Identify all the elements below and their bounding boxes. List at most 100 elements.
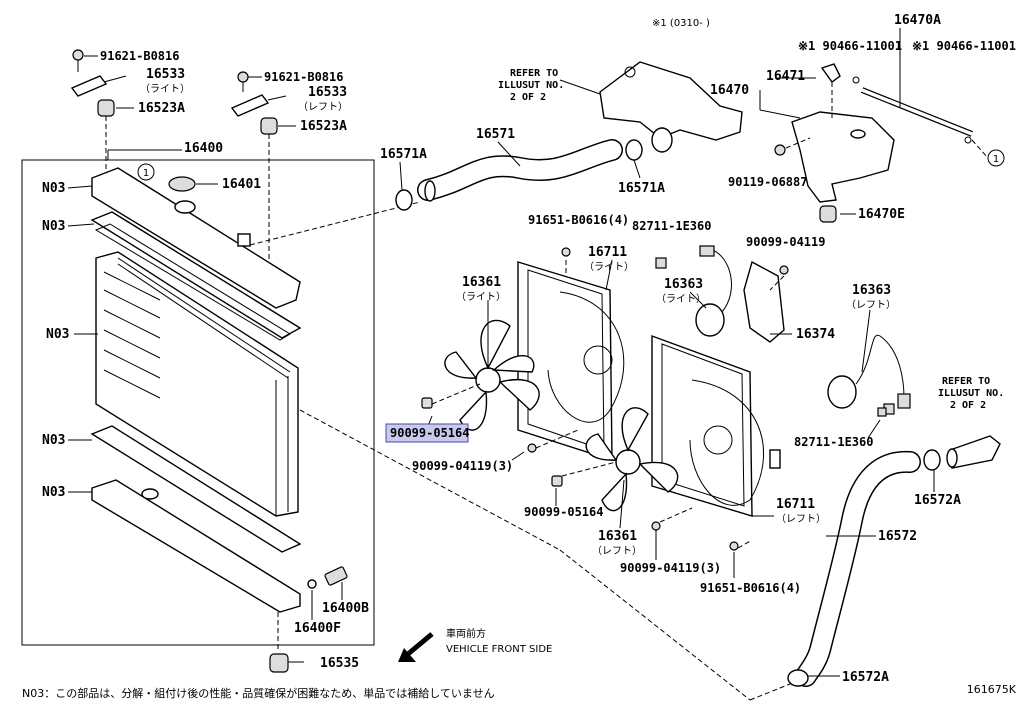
cooling-fan-left: [585, 407, 679, 512]
reference-circle-1: 1: [987, 149, 1005, 167]
label-16400: 16400: [184, 141, 223, 156]
connector-icon: [877, 407, 887, 417]
label-91621-B0816-left: 91621-B0816: [100, 49, 179, 63]
label-16361-right-sub: （ライト）: [456, 291, 506, 303]
bolt-icon: [561, 247, 571, 257]
fan-motor-left: [827, 334, 911, 415]
label-16361-left: 16361: [598, 529, 637, 544]
water-outlet-housing: [599, 61, 743, 141]
upper-radiator-hose: [418, 140, 622, 200]
svg-text:1: 1: [993, 154, 999, 165]
reservoir-tank: [791, 111, 895, 203]
label-n03-2: N03: [42, 219, 65, 234]
label-16361-right: 16361: [462, 275, 501, 290]
label-90466-right: ※1 90466-11001: [912, 39, 1016, 53]
fan-motor-right: [695, 245, 732, 337]
label-16470A: 16470A: [894, 13, 941, 28]
bolt-icon: [237, 71, 249, 92]
connector-icon: [655, 257, 667, 269]
cushion-icon: [260, 117, 278, 135]
cushion-icon: [97, 99, 115, 117]
hose-clamp-icon: [923, 449, 941, 471]
bolt-icon: [72, 49, 84, 72]
drain-cock-icon: [307, 566, 348, 589]
label-16533-right-sub: （レフト）: [298, 101, 348, 113]
refer-top-line3: 2 OF 2: [510, 92, 546, 103]
footnote: N03：この部品は、分解・組付け後の性能・品質確保が困難なため、単品では補給して…: [22, 686, 495, 700]
label-16571A-right: 16571A: [618, 181, 665, 196]
overflow-hose: [861, 88, 973, 136]
label-16471: 16471: [766, 69, 805, 84]
label-16711-left-sub: （レフト）: [776, 513, 826, 525]
bolt-icon: [779, 265, 789, 275]
label-16572A-bottom: 16572A: [842, 670, 889, 685]
label-16374: 16374: [796, 327, 835, 342]
bolt-icon: [651, 521, 661, 531]
label-90099-04119-top: 90099-04119: [746, 235, 825, 249]
label-16711-right: 16711: [588, 245, 627, 260]
highlighted-part-box[interactable]: [385, 423, 469, 443]
vehicle-front-en: VEHICLE FRONT SIDE: [446, 644, 552, 655]
label-16711-right-sub: （ライト）: [584, 261, 634, 273]
label-16363-left-sub: （レフト）: [846, 299, 896, 311]
refer-top-line1: REFER TO: [510, 68, 558, 79]
label-82711-top: 82711-1E360: [632, 219, 711, 233]
label-16571A-left: 16571A: [380, 147, 427, 162]
bracket-icon: [230, 94, 270, 117]
label-16523A-right: 16523A: [300, 119, 347, 134]
nut-icon: [551, 475, 563, 487]
gasket-lower: [90, 425, 302, 553]
refer-mid-line3: 2 OF 2: [950, 400, 986, 411]
label-n03-3: N03: [46, 327, 69, 342]
upper-tank: [91, 167, 301, 309]
bolt-icon: [527, 443, 537, 453]
label-91621-B0816-right: 91621-B0816: [264, 70, 343, 84]
radiator-cap-neck: [174, 200, 196, 214]
bolt-icon: [774, 144, 786, 156]
label-16470: 16470: [710, 83, 749, 98]
label-16711-left: 16711: [776, 497, 815, 512]
radiator-core: [95, 251, 299, 517]
cushion-icon: [819, 205, 837, 223]
hose-clamp-icon: [395, 189, 413, 211]
refer-top-line2: ILLUSUT NO.: [498, 80, 564, 91]
refer-mid-line1: REFER TO: [942, 376, 990, 387]
bolt-icon: [729, 541, 739, 551]
label-16470E: 16470E: [858, 207, 905, 222]
cushion-icon: [269, 653, 289, 673]
label-90466-left: ※1 90466-11001: [798, 39, 902, 53]
label-16533-left-sub: （ライト）: [140, 83, 190, 95]
core-fins: [103, 257, 291, 399]
label-90099-05164-highlighted[interactable]: 90099-05164: [390, 426, 469, 440]
label-16401: 16401: [222, 177, 261, 192]
label-91651-bottom: 91651-B0616(4): [700, 581, 801, 595]
hose-clamp-icon: [787, 669, 809, 687]
hose-clamp-icon: [625, 139, 643, 161]
water-inlet-pipe: [949, 435, 1001, 469]
label-16400F: 16400F: [294, 621, 341, 636]
label-90099-04119-3-upper: 90099-04119(3): [412, 459, 513, 473]
label-16572: 16572: [878, 529, 917, 544]
label-16363-left: 16363: [852, 283, 891, 298]
label-16363-right: 16363: [664, 277, 703, 292]
vehicle-front-arrow-icon: [398, 632, 434, 662]
radiator-assembly-box: [21, 159, 375, 646]
refer-mid-line2: ILLUSUT NO.: [938, 388, 1004, 399]
label-n03-4: N03: [42, 433, 65, 448]
label-16533-left: 16533: [146, 67, 185, 82]
vehicle-front-jp: 車両前方: [446, 627, 486, 640]
label-82711-mid: 82711-1E360: [794, 435, 873, 449]
svg-text:1: 1: [143, 168, 149, 179]
reference-circle-1: 1: [137, 163, 155, 181]
diagram-code: 161675K: [967, 683, 1017, 696]
label-16523A-left: 16523A: [138, 101, 185, 116]
wiring-bracket: [743, 260, 785, 343]
label-16400B: 16400B: [322, 601, 369, 616]
label-16572A-top: 16572A: [914, 493, 961, 508]
label-90099-04119-3-lower: 90099-04119(3): [620, 561, 721, 575]
label-90119-06887: 90119-06887: [728, 175, 807, 189]
note-top: ※1 (0310- ): [652, 18, 710, 29]
bracket-icon: [70, 75, 108, 97]
label-90099-05164-lower: 90099-05164: [524, 505, 603, 519]
